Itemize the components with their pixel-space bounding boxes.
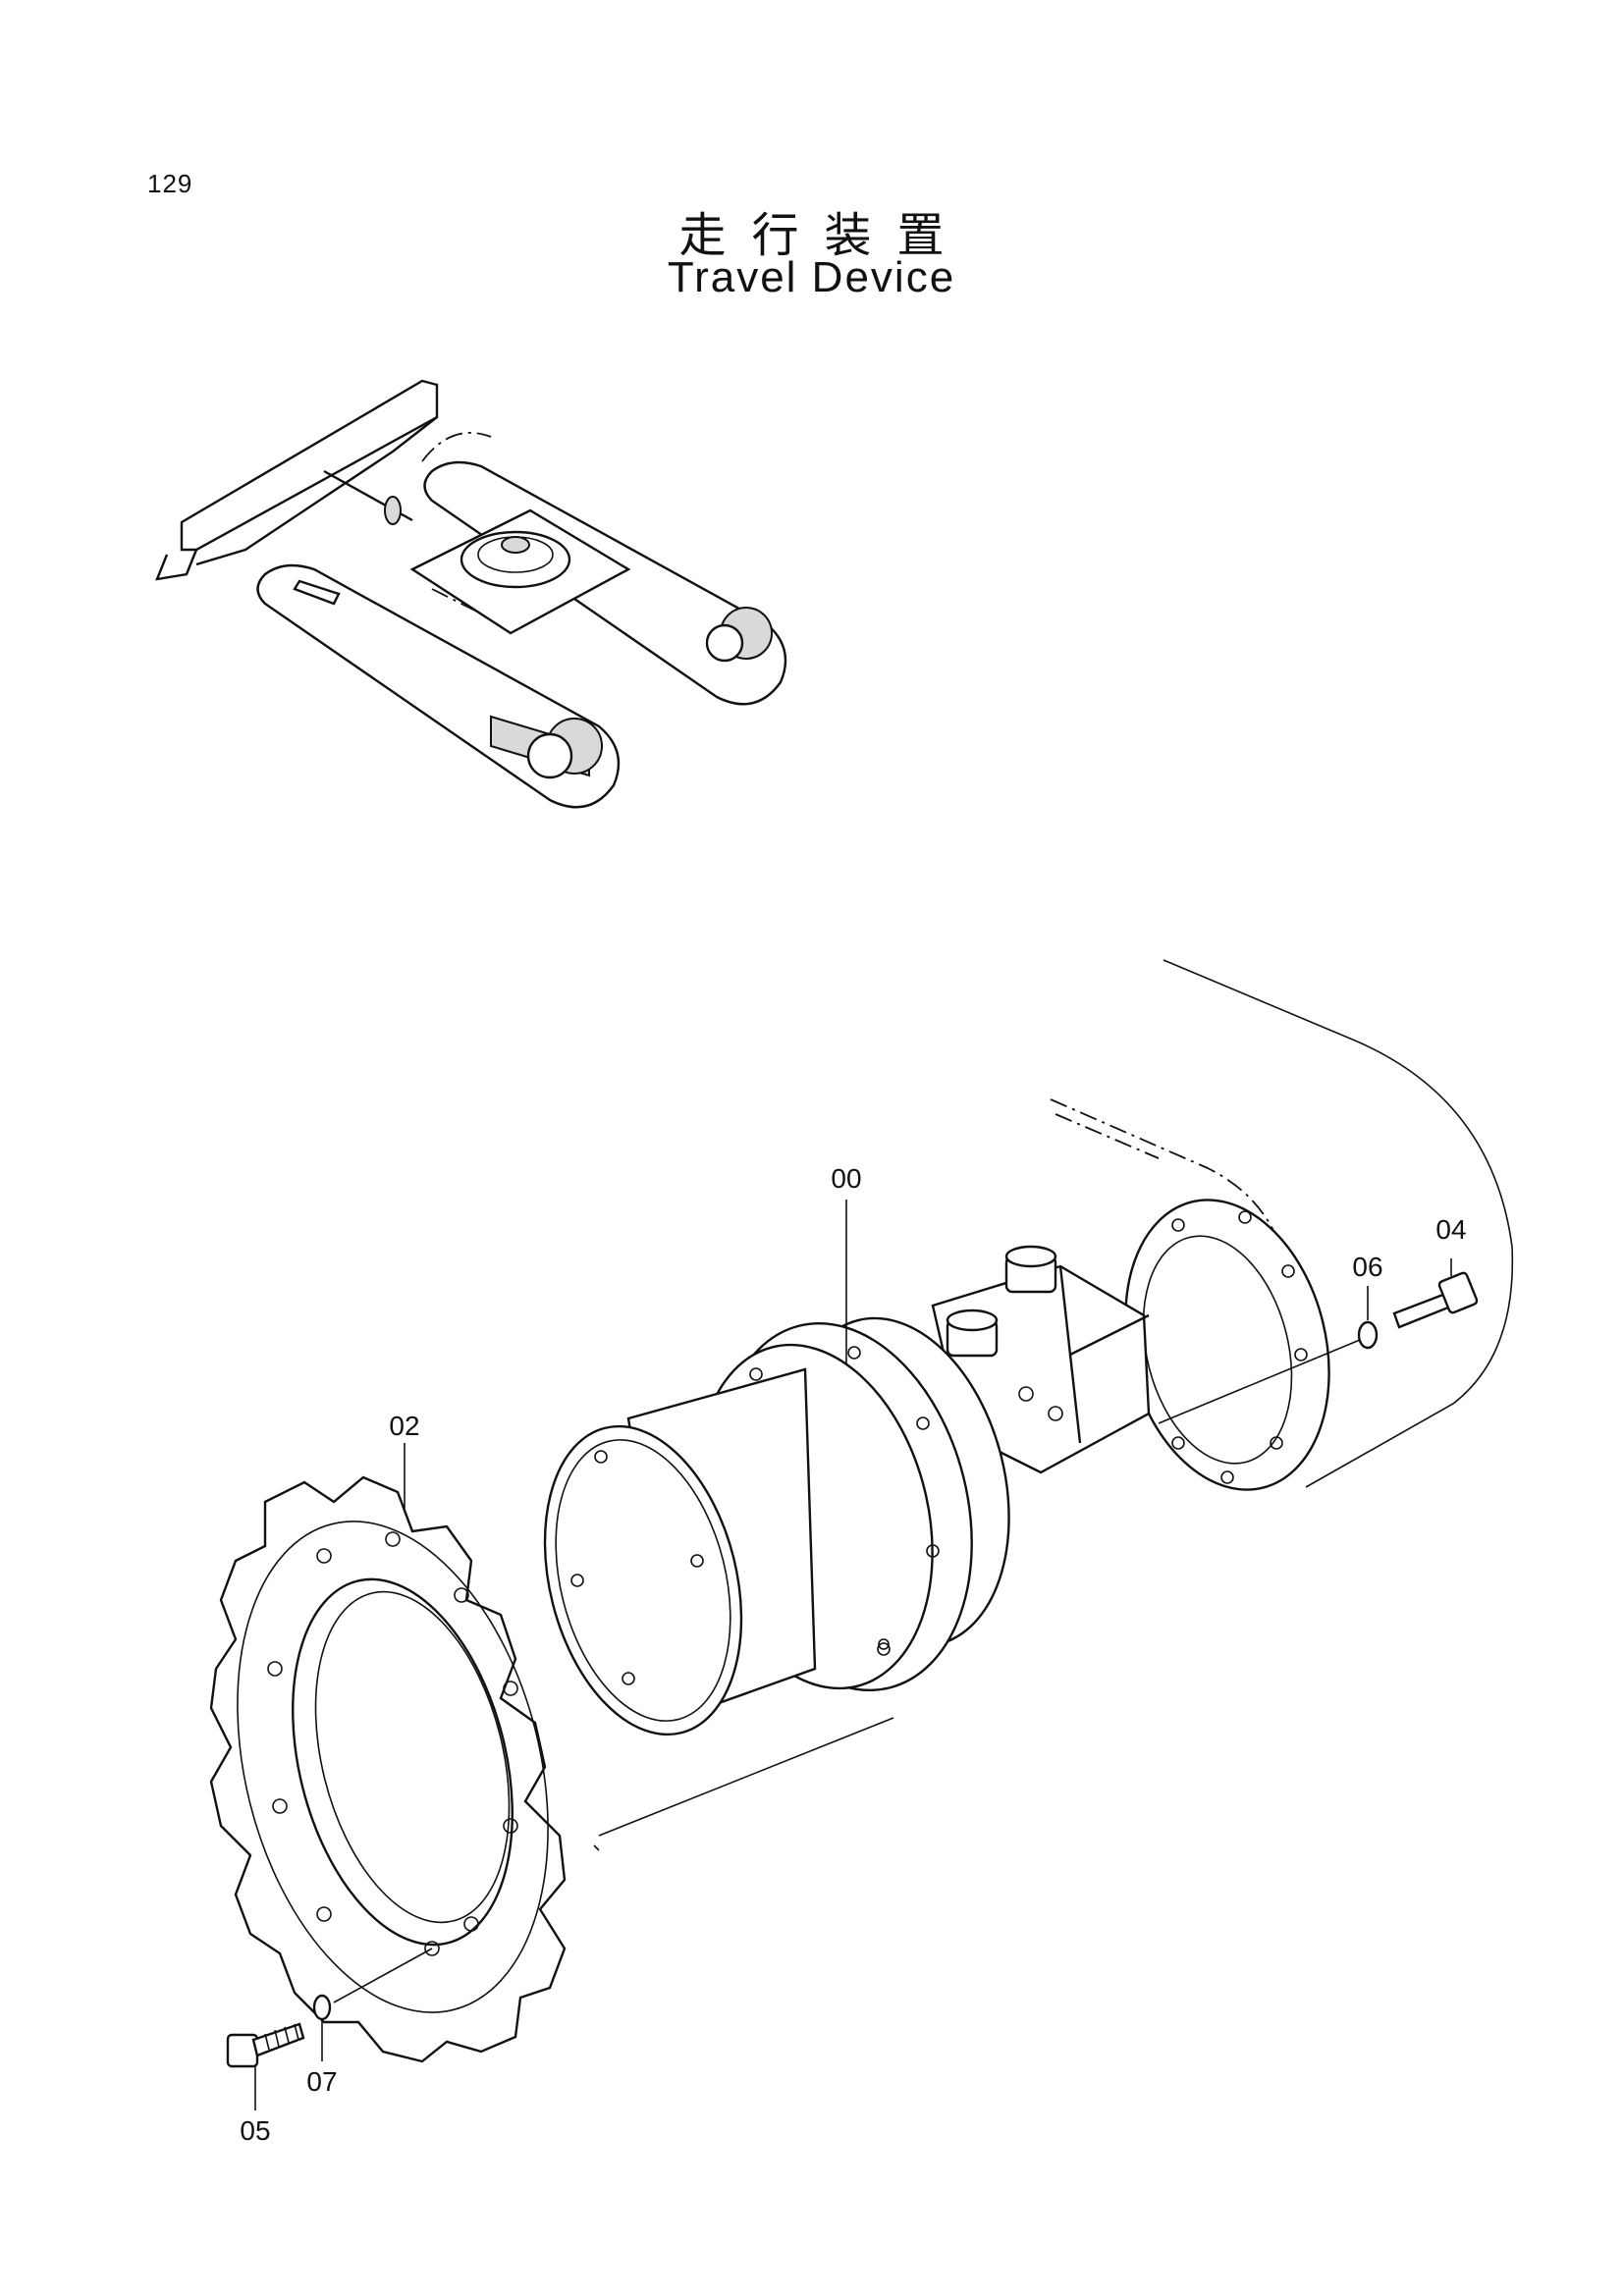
washer-06 xyxy=(1357,1320,1379,1350)
bolt-04 xyxy=(1392,1271,1479,1329)
callout-06: 06 xyxy=(1352,1252,1382,1282)
bolt-05 xyxy=(226,2022,305,2068)
washer-07 xyxy=(312,1994,332,2021)
callout-00: 00 xyxy=(831,1163,861,1194)
sprocket xyxy=(209,1475,567,2063)
assembly-centerlines xyxy=(333,1339,1361,2003)
callout-07: 07 xyxy=(306,2066,337,2097)
overview-sprocket-front xyxy=(526,718,603,779)
leader-lines xyxy=(254,1200,1452,2110)
callout-04: 04 xyxy=(1435,1214,1466,1245)
undercarriage-overview-sketch xyxy=(155,379,787,809)
valve-cap-upper xyxy=(1004,1245,1057,1294)
page-title-english: Travel Device xyxy=(667,253,956,301)
callout-05: 05 xyxy=(240,2115,270,2146)
page-number: 129 xyxy=(147,169,193,198)
callout-02: 02 xyxy=(389,1411,419,1441)
page-title-japanese: 走行装置 xyxy=(678,208,970,263)
travel-motor-assembly xyxy=(543,1245,1151,1736)
valve-cap-front xyxy=(946,1308,999,1358)
overview-sprocket-rear xyxy=(705,607,773,663)
